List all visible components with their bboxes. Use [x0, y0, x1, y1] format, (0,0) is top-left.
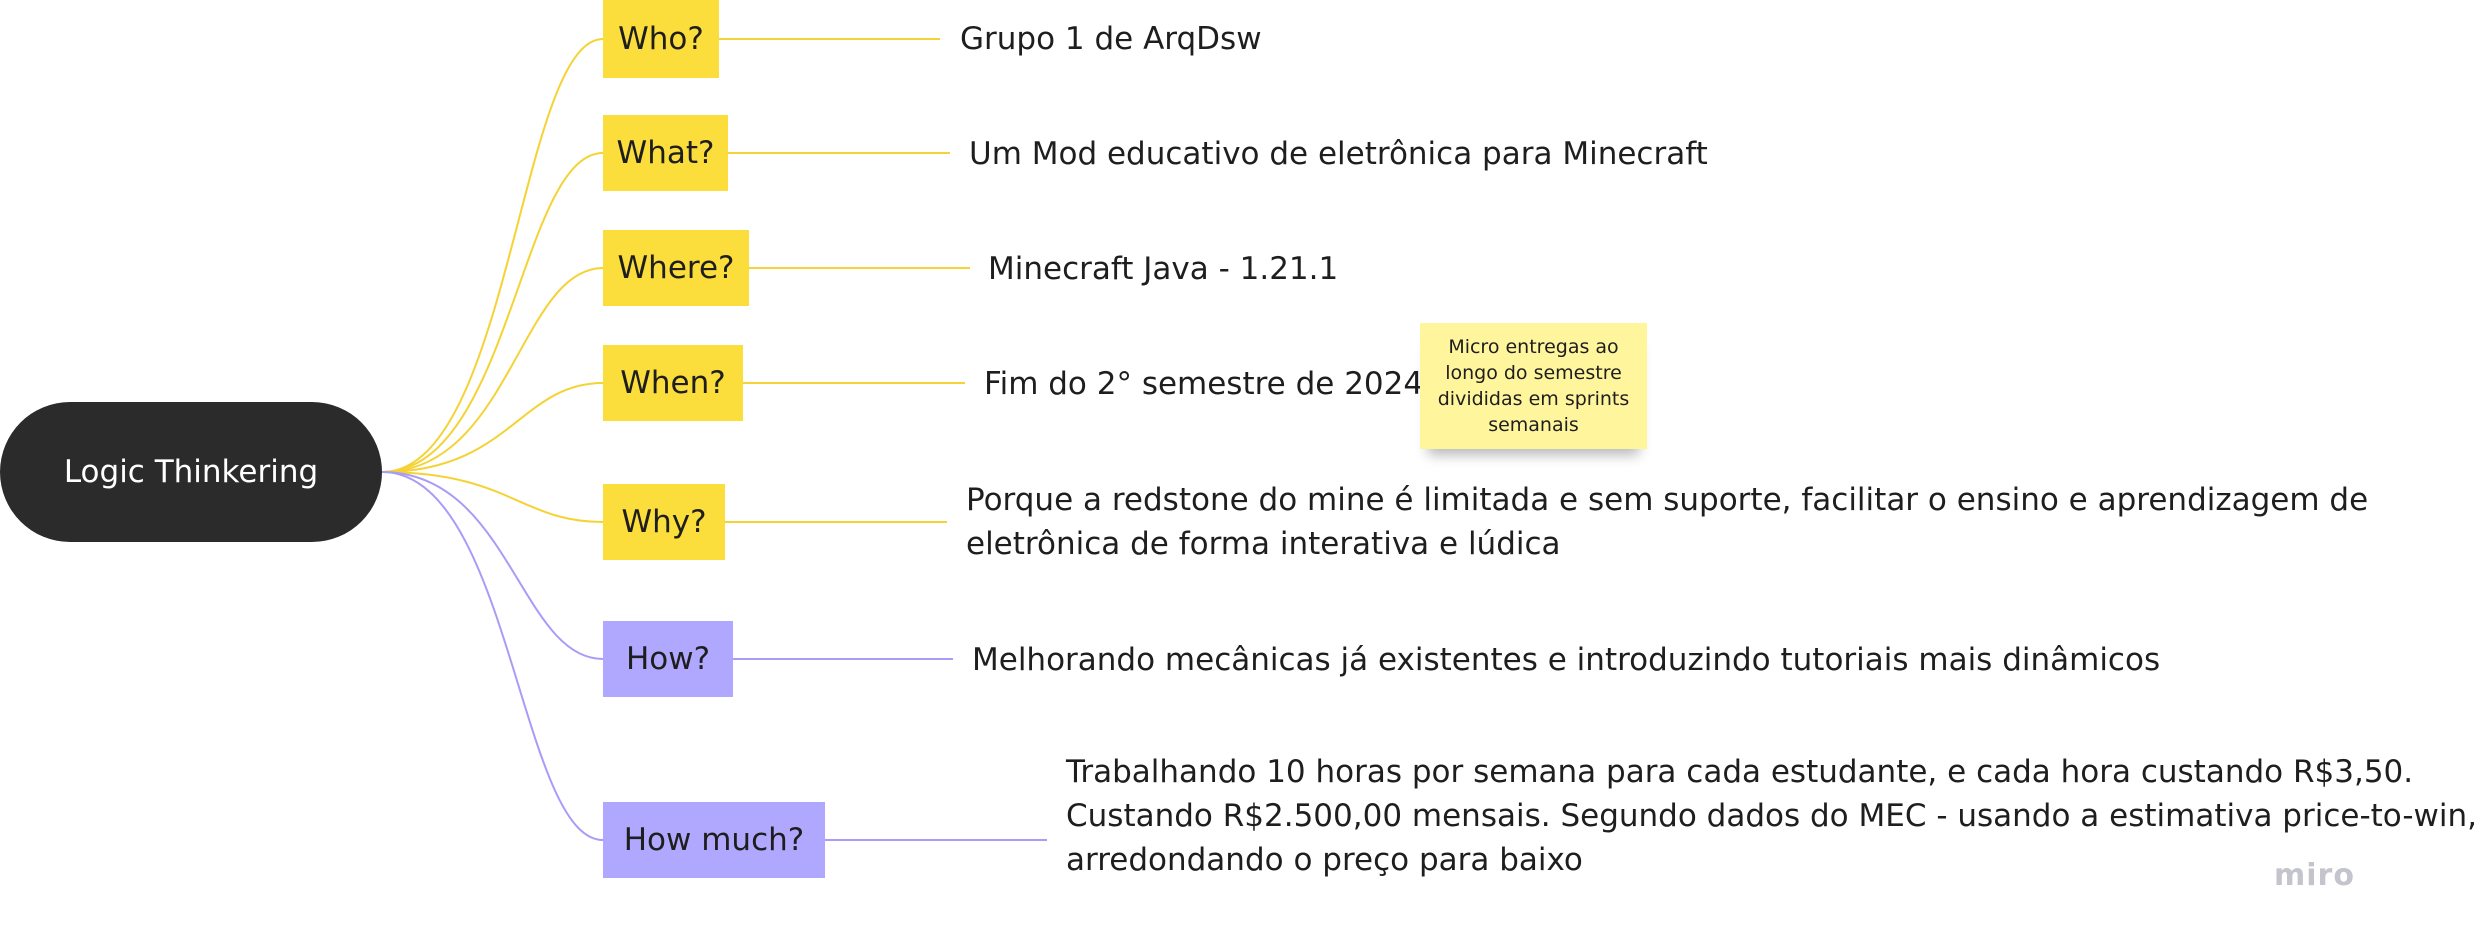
- sticky-note-line-2: longo do semestre: [1445, 362, 1622, 384]
- answer-when[interactable]: Fim do 2° semestre de 2024: [984, 362, 1423, 406]
- node-how-much[interactable]: How much?: [603, 802, 825, 878]
- answer-when-line: Fim do 2° semestre de 2024: [984, 366, 1424, 402]
- sticky-note-line-4: semanais: [1488, 414, 1579, 436]
- sticky-note-line-3: divididas em sprints: [1437, 388, 1630, 410]
- answer-what-line: Um Mod educativo de eletrônica para Mine…: [969, 136, 1708, 172]
- answer-how[interactable]: Melhorando mecânicas já existentes e int…: [972, 638, 2160, 682]
- answer-how-much[interactable]: Trabalhando 10 horas por semana para cad…: [1066, 750, 2477, 882]
- sticky-note[interactable]: Micro entregas ao longo do semestre divi…: [1420, 323, 1647, 449]
- connector-root-why: [381, 471, 604, 523]
- answer-why-line-1: Porque a redstone do mine é limitada e s…: [966, 482, 2369, 518]
- connector-root-where: [381, 267, 604, 473]
- node-who[interactable]: Who?: [603, 0, 719, 78]
- miro-logo: miro: [2274, 858, 2355, 893]
- node-where[interactable]: Where?: [603, 230, 749, 306]
- connector-root-how: [381, 471, 604, 660]
- root-node-label: Logic Thinkering: [63, 454, 319, 490]
- answer-who-line: Grupo 1 de ArqDsw: [960, 21, 1262, 57]
- connector-root-what: [381, 152, 604, 473]
- answer-how-much-line-1: Trabalhando 10 horas por semana para cad…: [1066, 754, 2414, 790]
- answer-how-much-line-3: arredondando o preço para baixo: [1066, 842, 1583, 878]
- node-what-label: What?: [616, 135, 715, 171]
- connector-root-howmuch: [381, 471, 604, 841]
- answer-why[interactable]: Porque a redstone do mine é limitada e s…: [966, 478, 2368, 566]
- node-why-label: Why?: [621, 504, 707, 540]
- node-who-label: Who?: [618, 21, 704, 57]
- sticky-note-text: Micro entregas ao longo do semestre divi…: [1438, 334, 1630, 438]
- node-how-much-label: How much?: [623, 822, 805, 858]
- answer-why-line-2: eletrônica de forma interativa e lúdica: [966, 526, 1561, 562]
- answer-where-line: Minecraft Java - 1.21.1: [988, 251, 1339, 287]
- answer-who[interactable]: Grupo 1 de ArqDsw: [960, 17, 1262, 61]
- node-what[interactable]: What?: [603, 115, 728, 191]
- node-how[interactable]: How?: [603, 621, 733, 697]
- node-where-label: Where?: [617, 250, 735, 286]
- connector-root-who: [381, 38, 604, 473]
- mind-map-connectors: [381, 38, 1047, 841]
- root-node[interactable]: Logic Thinkering: [0, 402, 382, 542]
- answer-how-line: Melhorando mecânicas já existentes e int…: [972, 642, 2161, 678]
- node-how-label: How?: [625, 641, 711, 677]
- answer-what[interactable]: Um Mod educativo de eletrônica para Mine…: [969, 132, 1708, 176]
- answer-where[interactable]: Minecraft Java - 1.21.1: [988, 247, 1338, 291]
- connector-root-when: [381, 382, 604, 473]
- node-why[interactable]: Why?: [603, 484, 725, 560]
- node-when[interactable]: When?: [603, 345, 743, 421]
- node-when-label: When?: [620, 365, 726, 401]
- sticky-note-line-1: Micro entregas ao: [1448, 336, 1619, 358]
- answer-how-much-line-2: Custando R$2.500,00 mensais. Segundo dad…: [1066, 798, 2477, 834]
